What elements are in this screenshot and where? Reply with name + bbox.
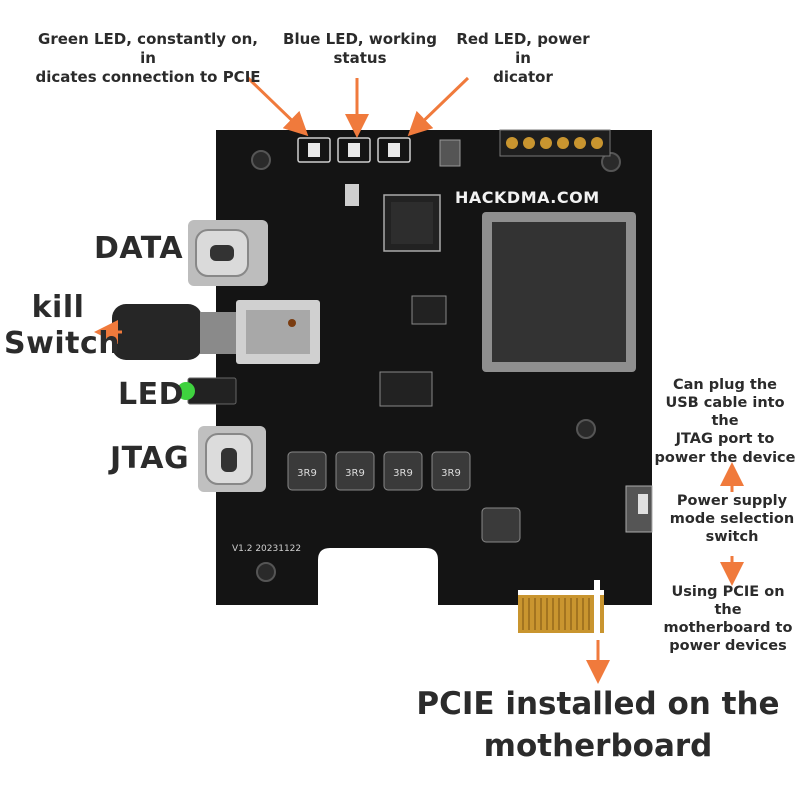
inductors: 3R9 3R9 3R9 3R9 [287, 451, 521, 543]
ic [345, 184, 359, 206]
svg-text:3R9: 3R9 [345, 468, 365, 479]
mounting-hole [576, 419, 596, 439]
kill-switch-label: kill Switch [4, 290, 121, 361]
version-silkscreen: V1.2 20231122 [232, 544, 302, 554]
ic [379, 371, 433, 407]
green-led-label: Green LED, constantly on, in dicates con… [35, 30, 261, 86]
data-usb-c-port [188, 220, 268, 286]
annotation-arrows [94, 76, 744, 684]
green-led-component [177, 377, 237, 405]
power-mode-switch [625, 485, 653, 533]
kill-switch [112, 300, 320, 364]
pcie-power-label: Using PCIE on the motherboard to power d… [663, 584, 793, 655]
usb-controller-chip [383, 194, 441, 252]
red-led-label: Red LED, power in dicator [456, 30, 590, 86]
blue-led-label: Blue LED, working status [283, 30, 437, 67]
gold-header [499, 129, 611, 157]
jtag-usb-c-port [198, 426, 266, 492]
svg-text:3R9: 3R9 [441, 468, 461, 479]
fpga-chip [482, 212, 636, 372]
ic [411, 295, 447, 325]
mounting-hole [256, 562, 276, 582]
data-port-label: DATA [94, 231, 184, 266]
jtag-label: JTAG [110, 441, 190, 476]
brand-silkscreen: HACKDMA.COM [455, 188, 600, 207]
status-leds [297, 137, 411, 163]
mounting-hole [251, 150, 271, 170]
push-button [439, 139, 461, 167]
usb-power-note: Can plug the USB cable into the JTAG por… [654, 377, 796, 466]
pcie-installed-label: PCIE installed on the motherboard [416, 686, 780, 764]
led-label: LED [118, 377, 185, 412]
mounting-hole [601, 152, 621, 172]
power-switch-label: Power supply mode selection switch [669, 493, 795, 546]
svg-text:3R9: 3R9 [297, 468, 317, 479]
pcie-gold-fingers [518, 580, 604, 636]
svg-text:3R9: 3R9 [393, 468, 413, 479]
